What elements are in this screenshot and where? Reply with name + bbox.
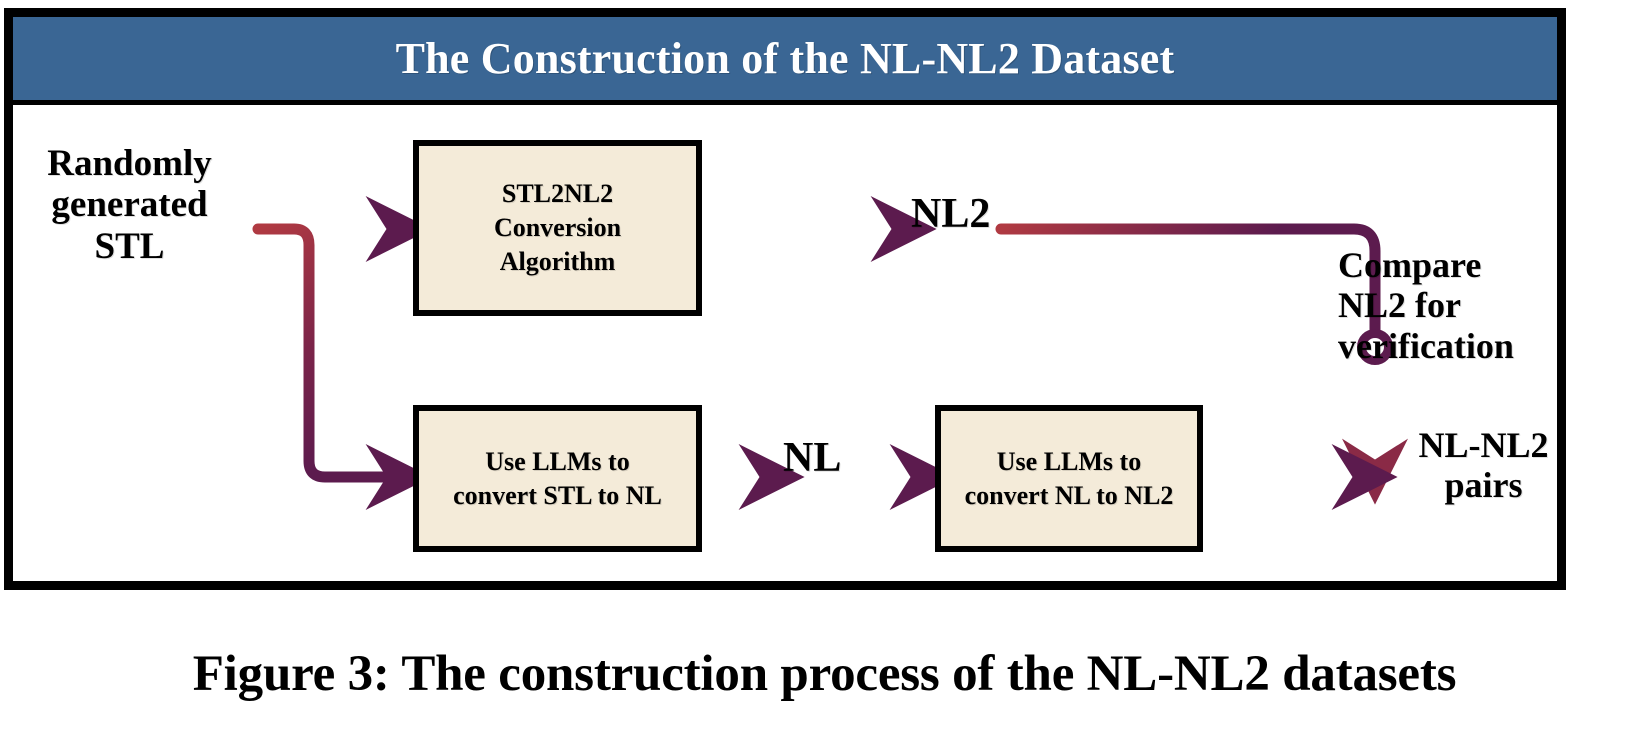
box-line: Use LLMs to [996, 446, 1142, 476]
process-box-stl2nl2-conversion-algorithm: STL2NL2 Conversion Algorithm [413, 140, 702, 316]
label-line: pairs [1444, 465, 1523, 506]
box-line: Use LLMs to [485, 446, 630, 476]
box-line: STL2NL2 [501, 179, 614, 209]
box-line: convert STL to NL [453, 480, 662, 510]
label-line: generated [51, 184, 208, 226]
verification-junction-icon [1357, 329, 1393, 365]
label-line: NL-NL2 [1418, 425, 1549, 465]
box-line: Algorithm [499, 246, 616, 276]
label-nl: NL [783, 435, 842, 481]
label-nl-nl2-pairs: NL-NL2 pairs [1391, 425, 1576, 506]
panel-header: The Construction of the NL-NL2 Dataset [13, 17, 1557, 105]
panel-title: The Construction of the NL-NL2 Dataset [395, 33, 1175, 83]
label-line: verification [1338, 325, 1514, 366]
flow-connectors [225, 196, 1408, 510]
label-nl2: NL2 [911, 191, 991, 237]
label-line: NL2 for [1338, 285, 1461, 326]
process-box-use-llms-convert-stl-to-nl: Use LLMs to convert STL to NL [413, 405, 702, 552]
edge-stl-to-llm-stl-nl [252, 223, 432, 510]
label-line: STL [94, 225, 165, 267]
process-box-use-llms-convert-nl-to-nl2: Use LLMs to convert NL to NL2 [935, 405, 1203, 552]
edge-nl2-verification-loop [995, 223, 1381, 339]
panel-body: Randomly generated STL NL2 NL Compare NL… [13, 105, 1557, 581]
label-line: Randomly [47, 143, 212, 184]
diagram-panel: The Construction of the NL-NL2 Dataset [4, 8, 1566, 590]
label-line: Compare [1338, 245, 1482, 285]
box-line: convert NL to NL2 [964, 480, 1174, 510]
box-line: Conversion [493, 213, 622, 243]
figure-caption: Figure 3: The construction process of th… [192, 646, 1457, 702]
label-randomly-generated-stl: Randomly generated STL [27, 143, 232, 267]
annotation-compare-nl2-for-verification: Compare NL2 for verification [1338, 245, 1568, 366]
